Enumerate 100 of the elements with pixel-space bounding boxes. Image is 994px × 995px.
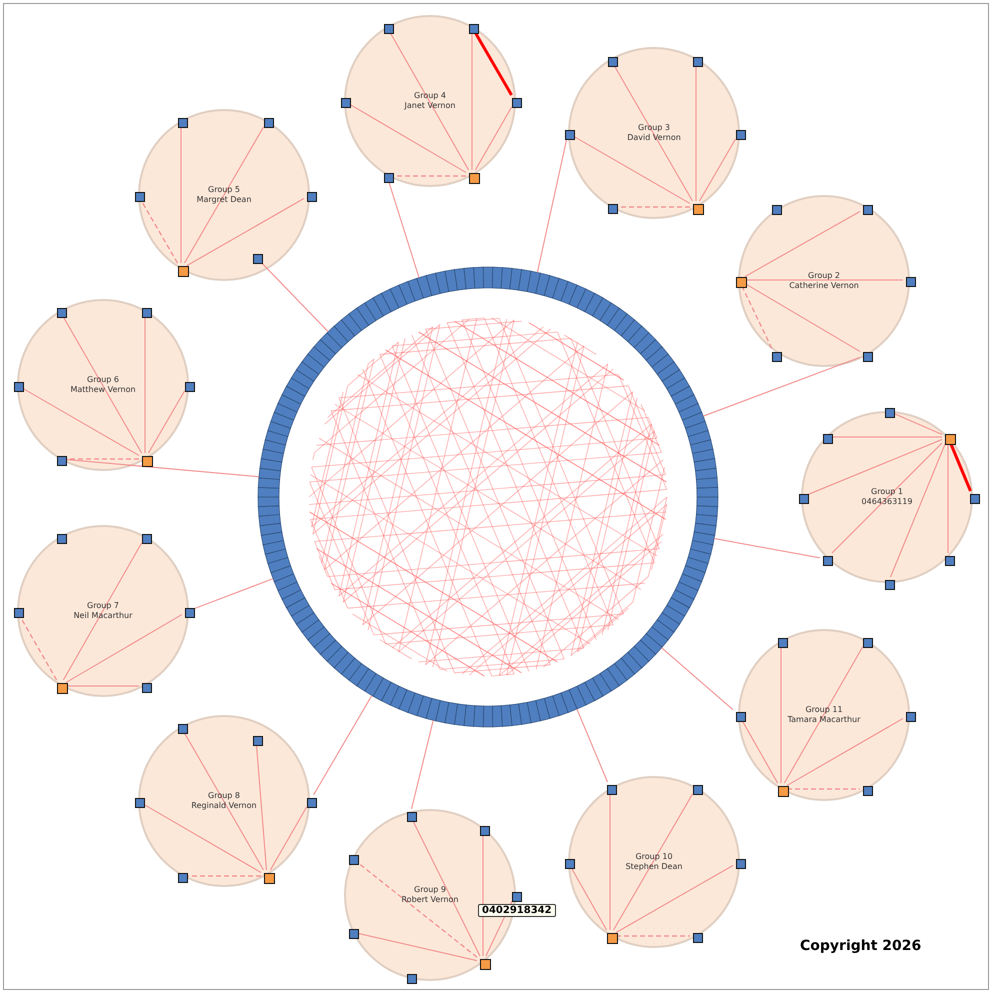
hub-node-marker bbox=[693, 204, 704, 215]
link-line bbox=[786, 718, 904, 786]
member-node-marker bbox=[823, 434, 833, 444]
member-node-marker bbox=[772, 352, 782, 362]
tooltip-label: 0402918342 bbox=[478, 904, 556, 917]
member-node-marker bbox=[512, 892, 522, 902]
link-line bbox=[832, 436, 942, 438]
member-node-marker bbox=[799, 494, 809, 504]
member-node-marker bbox=[736, 859, 746, 869]
member-node-marker bbox=[863, 786, 873, 796]
member-node-marker bbox=[341, 98, 351, 108]
hub-node-marker bbox=[469, 173, 480, 184]
link-line bbox=[411, 720, 434, 810]
member-node-marker bbox=[970, 494, 980, 504]
member-node-marker bbox=[772, 205, 782, 215]
link-line bbox=[144, 804, 262, 873]
group-label: Group 9 Robert Vernon bbox=[400, 885, 460, 905]
link-line bbox=[574, 136, 690, 204]
member-node-marker bbox=[565, 130, 575, 140]
member-node-marker bbox=[565, 859, 575, 869]
member-node-marker bbox=[14, 608, 24, 618]
member-node-marker bbox=[863, 205, 873, 215]
member-node-marker bbox=[185, 608, 195, 618]
hub-node-marker bbox=[945, 434, 956, 445]
member-node-marker bbox=[142, 534, 152, 544]
link-line bbox=[313, 695, 372, 796]
hub-node-marker bbox=[736, 277, 747, 288]
member-node-marker bbox=[142, 683, 152, 693]
link-line bbox=[570, 868, 608, 930]
link-line bbox=[256, 744, 267, 870]
member-node-marker bbox=[407, 974, 417, 984]
link-line bbox=[714, 538, 820, 558]
member-node-marker bbox=[906, 277, 916, 287]
link-line bbox=[22, 388, 140, 456]
copyright-text: Copyright 2026 bbox=[800, 938, 922, 954]
link-line bbox=[62, 316, 142, 454]
link-line bbox=[702, 356, 860, 417]
link-line bbox=[140, 200, 178, 264]
member-node-marker bbox=[778, 638, 788, 648]
member-node-marker bbox=[57, 456, 67, 466]
link-line bbox=[741, 286, 773, 350]
link-line bbox=[388, 182, 420, 278]
member-node-marker bbox=[384, 24, 394, 34]
thick-link-line bbox=[949, 442, 972, 492]
link-line bbox=[148, 390, 185, 454]
group-label: Group 5 Margret Dean bbox=[196, 185, 252, 205]
member-node-marker bbox=[608, 204, 618, 214]
member-node-marker bbox=[349, 929, 359, 939]
link-line bbox=[474, 106, 512, 170]
link-line bbox=[270, 806, 308, 870]
member-node-marker bbox=[307, 192, 317, 202]
member-node-marker bbox=[906, 712, 916, 722]
link-line bbox=[144, 316, 146, 454]
member-node-marker bbox=[264, 118, 274, 128]
link-line bbox=[661, 647, 734, 710]
member-node-marker bbox=[469, 24, 479, 34]
hub-node-marker bbox=[264, 873, 275, 884]
member-node-marker bbox=[863, 638, 873, 648]
member-node-marker bbox=[885, 580, 895, 590]
link-line bbox=[699, 138, 736, 202]
member-node-marker bbox=[480, 826, 490, 836]
link-line bbox=[187, 875, 261, 877]
link-line bbox=[787, 788, 860, 790]
link-line bbox=[184, 732, 264, 870]
link-line bbox=[350, 104, 466, 173]
hub-node-marker bbox=[178, 266, 189, 277]
hub-node-marker bbox=[57, 683, 68, 694]
link-line bbox=[744, 210, 860, 278]
member-node-marker bbox=[736, 712, 746, 722]
hub-node-marker bbox=[142, 456, 153, 467]
chord-ring-drawing bbox=[256, 265, 720, 729]
member-node-marker bbox=[693, 933, 703, 943]
group-label: Group 11 Tamara Macarthur bbox=[786, 705, 862, 725]
group-label: Group 4 Janet Vernon bbox=[403, 91, 456, 111]
thick-link-line bbox=[474, 32, 513, 96]
link-line bbox=[744, 283, 860, 352]
link-line bbox=[186, 198, 304, 266]
link-line bbox=[412, 820, 480, 956]
member-node-marker bbox=[185, 382, 195, 392]
member-node-marker bbox=[253, 736, 263, 746]
link-line bbox=[613, 794, 693, 930]
member-node-marker bbox=[57, 308, 67, 318]
member-node-marker bbox=[693, 57, 703, 67]
link-line bbox=[536, 138, 568, 273]
link-line bbox=[832, 442, 942, 554]
member-node-marker bbox=[178, 724, 188, 734]
link-line bbox=[784, 646, 864, 784]
hub-node-marker bbox=[607, 933, 618, 944]
member-node-marker bbox=[57, 534, 67, 544]
link-line bbox=[358, 862, 478, 958]
member-node-marker bbox=[885, 408, 895, 418]
link-line bbox=[62, 542, 142, 680]
member-node-marker bbox=[349, 855, 359, 865]
link-line bbox=[390, 32, 470, 170]
member-node-marker bbox=[178, 118, 188, 128]
group-label: Group 8 Reginald Vernon bbox=[190, 791, 258, 811]
hub-node-marker bbox=[778, 786, 789, 797]
member-node-marker bbox=[945, 556, 955, 566]
link-line bbox=[184, 126, 264, 264]
link-line bbox=[358, 932, 478, 962]
